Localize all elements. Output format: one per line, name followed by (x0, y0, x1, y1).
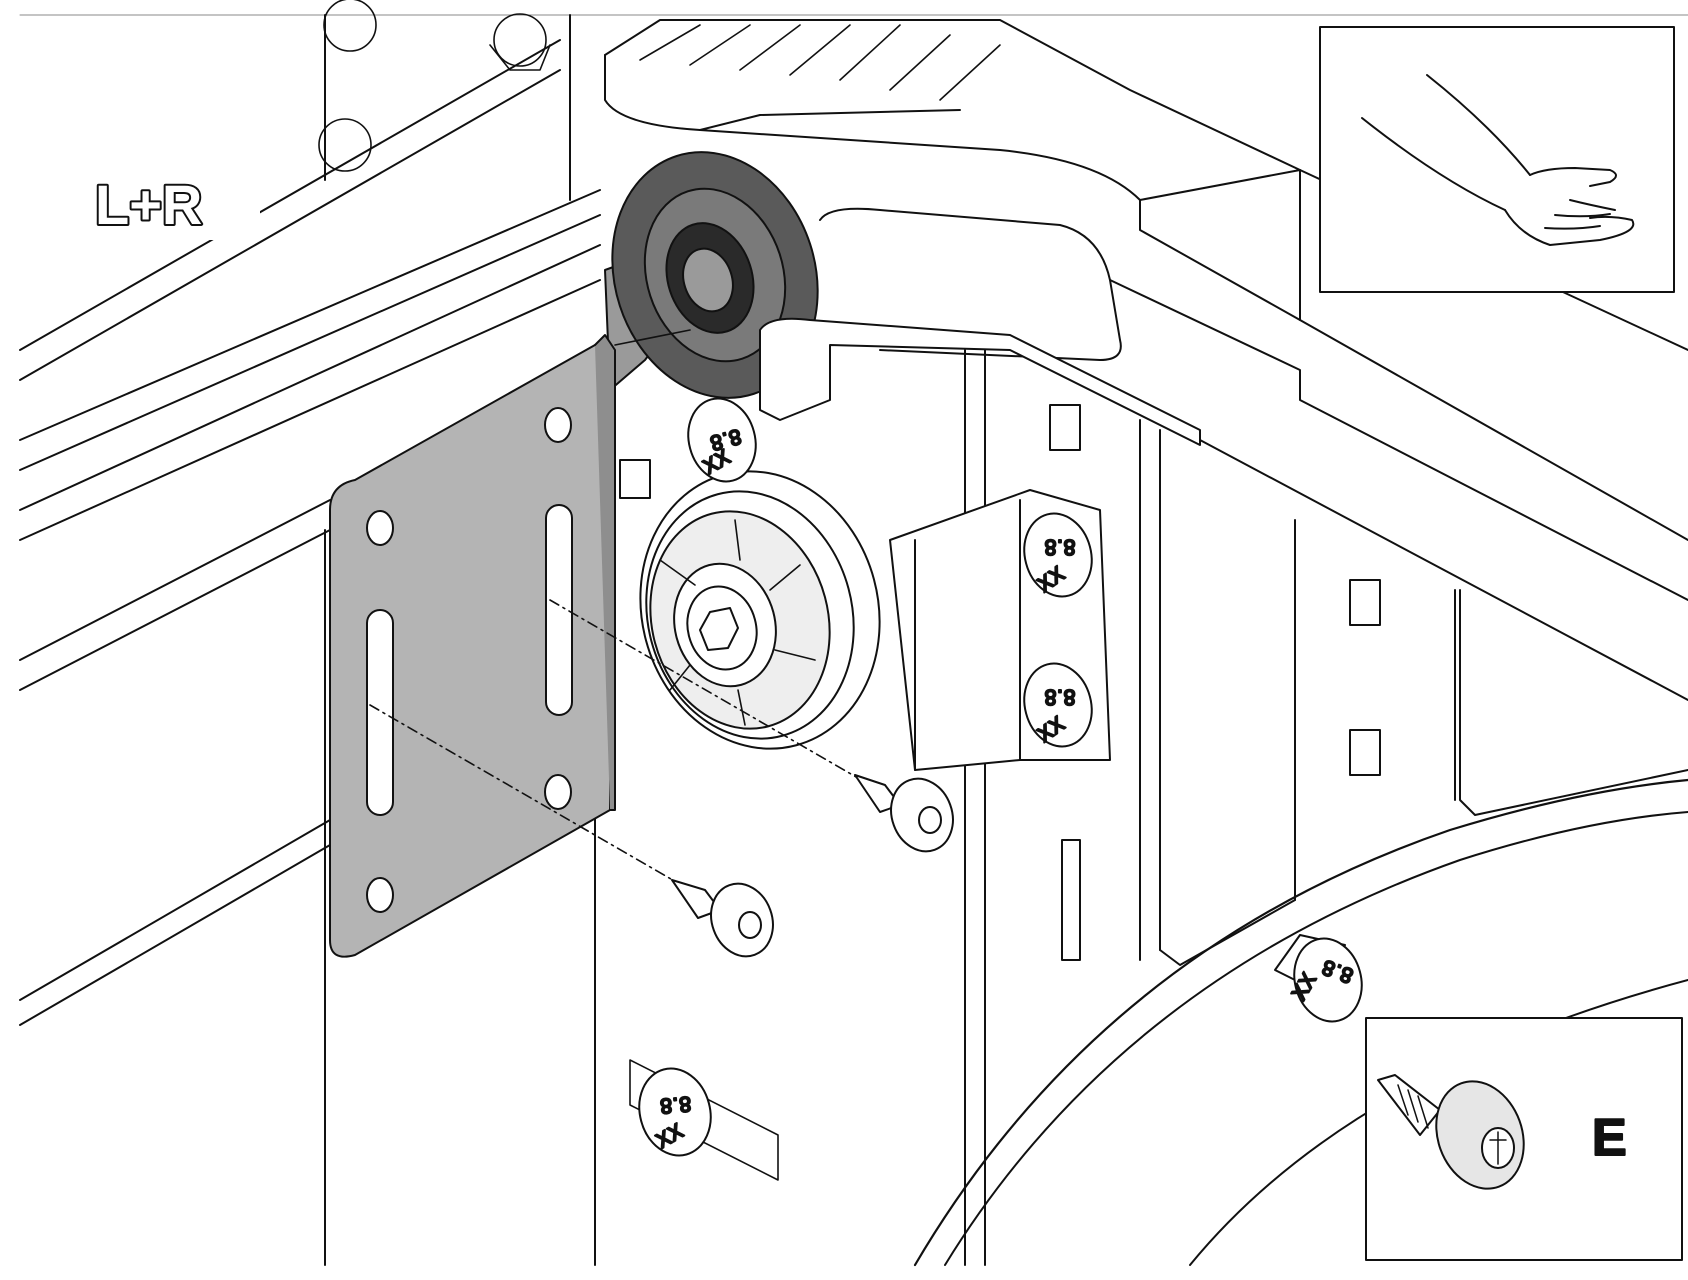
bolt-grade-label: 8.8 (1044, 685, 1076, 709)
part-inset: E (1365, 1017, 1683, 1261)
bolt-grade-label: 8.8 (659, 1092, 693, 1119)
frame-structure (19, 14, 1688, 1267)
screw-lower (671, 879, 774, 958)
assembly-guides (369, 599, 871, 891)
hand-icon (1361, 74, 1635, 246)
mounting-plate (329, 334, 616, 958)
side-indicator-text: L+R (95, 173, 202, 236)
bolt-4: 8.8 XX (1274, 934, 1363, 1023)
screw-upper (854, 774, 954, 853)
hand-inset (1319, 26, 1675, 293)
bolt-2: 8.8 XX (1023, 512, 1093, 598)
part-code-label: E (1592, 1109, 1627, 1167)
latch (619, 317, 1201, 499)
bolt-grade-label: 8.8 (1044, 535, 1076, 559)
bolt-1: 8.8 XX (687, 397, 757, 483)
screw-icon (1377, 1074, 1525, 1190)
bolt-5: 8.8 XX (638, 1067, 712, 1157)
pulley-wheel (639, 470, 881, 750)
background-bolts (318, 0, 551, 172)
bolt-3: 8.8 XX (1023, 662, 1093, 748)
side-indicator: L+R (85, 160, 260, 240)
